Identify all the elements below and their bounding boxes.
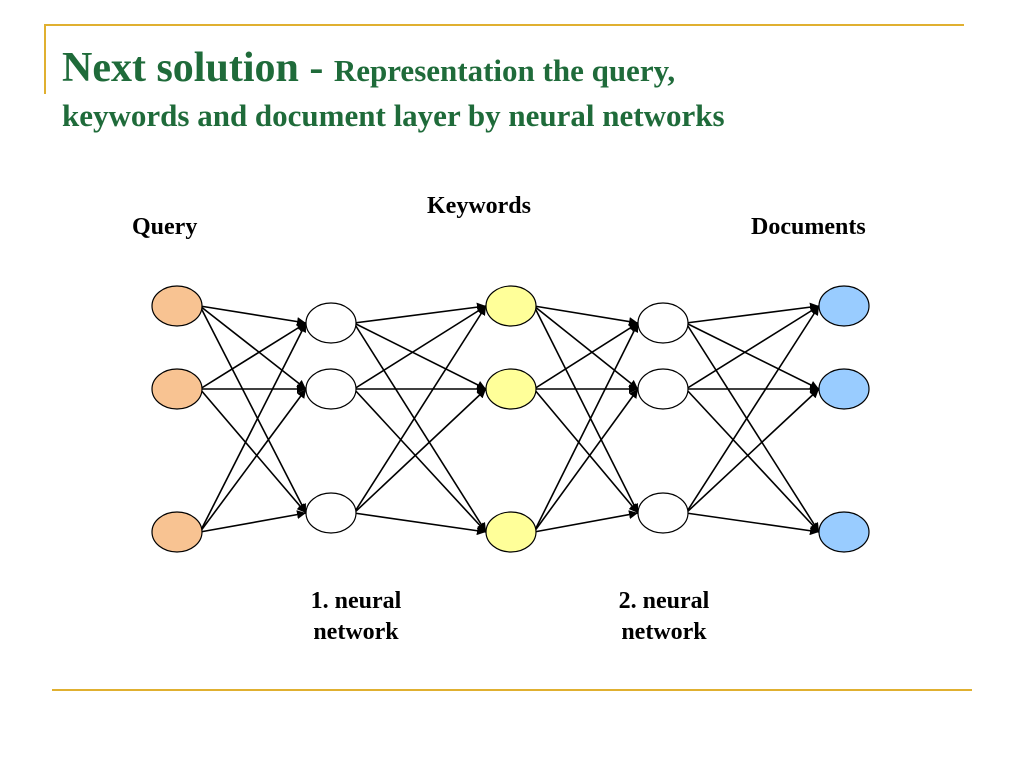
edge-hidden2-3-to-documents-2 <box>685 388 820 514</box>
edge-query-2-to-hidden1-1 <box>199 322 307 390</box>
label-documents: Documents <box>751 214 866 240</box>
node-keywords-2 <box>485 368 537 410</box>
edge-hidden1-3-to-keywords-3 <box>353 512 487 536</box>
edge-query-1-to-hidden1-2 <box>199 305 307 390</box>
edge-hidden2-2-to-documents-1 <box>685 305 820 390</box>
caption-network-1-line-1: 1. neural <box>310 588 402 614</box>
edge-keywords-1-to-hidden2-1 <box>533 305 639 326</box>
edge-hidden1-1-to-keywords-3 <box>353 322 487 533</box>
edge-keywords-1-to-hidden2-2 <box>533 305 639 390</box>
edge-query-3-to-hidden1-2 <box>199 388 307 533</box>
edge-hidden1-3-to-keywords-2 <box>353 388 487 514</box>
node-hidden1-1 <box>305 302 357 344</box>
edge-keywords-2-to-hidden2-1 <box>533 322 639 390</box>
node-keywords-3 <box>485 511 537 553</box>
slide-title: Next solution - Representation the query… <box>62 44 962 134</box>
edges-group <box>199 302 820 536</box>
caption-network-1: 1. neural network <box>256 586 456 648</box>
edge-query-1-to-hidden1-1 <box>199 305 307 327</box>
edge-query-1-to-hidden1-3 <box>199 305 307 514</box>
label-keywords: Keywords <box>427 193 531 219</box>
node-query-1 <box>151 285 203 327</box>
node-query-2 <box>151 368 203 410</box>
node-hidden2-3 <box>637 492 689 534</box>
nodes-group <box>151 285 870 553</box>
edge-hidden1-1-to-keywords-2 <box>353 322 487 390</box>
title-line-2: keywords and document layer by neural ne… <box>62 98 725 134</box>
node-hidden1-2 <box>305 368 357 410</box>
frame-left-line <box>44 24 46 94</box>
edge-hidden2-3-to-documents-3 <box>685 512 820 536</box>
edge-keywords-3-to-hidden2-3 <box>533 510 639 533</box>
node-documents-3 <box>818 511 870 553</box>
frame-bottom-line <box>52 689 972 691</box>
caption-network-1-line-2: network <box>313 619 399 645</box>
node-keywords-1 <box>485 285 537 327</box>
edge-hidden1-2-to-keywords-3 <box>353 388 487 533</box>
node-hidden1-3 <box>305 492 357 534</box>
title-main: Next solution - <box>62 45 334 91</box>
edge-hidden2-1-to-documents-2 <box>685 322 820 390</box>
frame-top-line <box>44 24 964 26</box>
edge-keywords-3-to-hidden2-1 <box>533 322 639 533</box>
edge-hidden1-3-to-keywords-1 <box>353 305 487 514</box>
edge-query-3-to-hidden1-1 <box>199 322 307 533</box>
edge-hidden2-1-to-documents-1 <box>685 302 820 324</box>
title-subtitle: Representation the query, <box>333 53 676 88</box>
edge-query-3-to-hidden1-3 <box>199 510 307 533</box>
caption-network-2-line-1: 2. neural <box>618 588 710 614</box>
edge-hidden1-1-to-keywords-1 <box>353 302 487 324</box>
edge-hidden2-1-to-documents-3 <box>685 322 820 533</box>
edge-query-2-to-hidden1-3 <box>199 388 307 514</box>
node-documents-1 <box>818 285 870 327</box>
edge-keywords-2-to-hidden2-3 <box>533 388 639 514</box>
label-query: Query <box>132 214 198 240</box>
caption-network-2: 2. neural network <box>564 586 764 648</box>
edge-keywords-3-to-hidden2-2 <box>533 388 639 533</box>
node-query-3 <box>151 511 203 553</box>
edge-hidden2-2-to-documents-3 <box>685 388 820 533</box>
edge-keywords-1-to-hidden2-3 <box>533 305 639 514</box>
node-hidden2-2 <box>637 368 689 410</box>
caption-network-2-line-2: network <box>621 619 707 645</box>
node-hidden2-1 <box>637 302 689 344</box>
edge-hidden2-3-to-documents-1 <box>685 305 820 514</box>
node-documents-2 <box>818 368 870 410</box>
edge-hidden1-2-to-keywords-1 <box>353 305 487 390</box>
